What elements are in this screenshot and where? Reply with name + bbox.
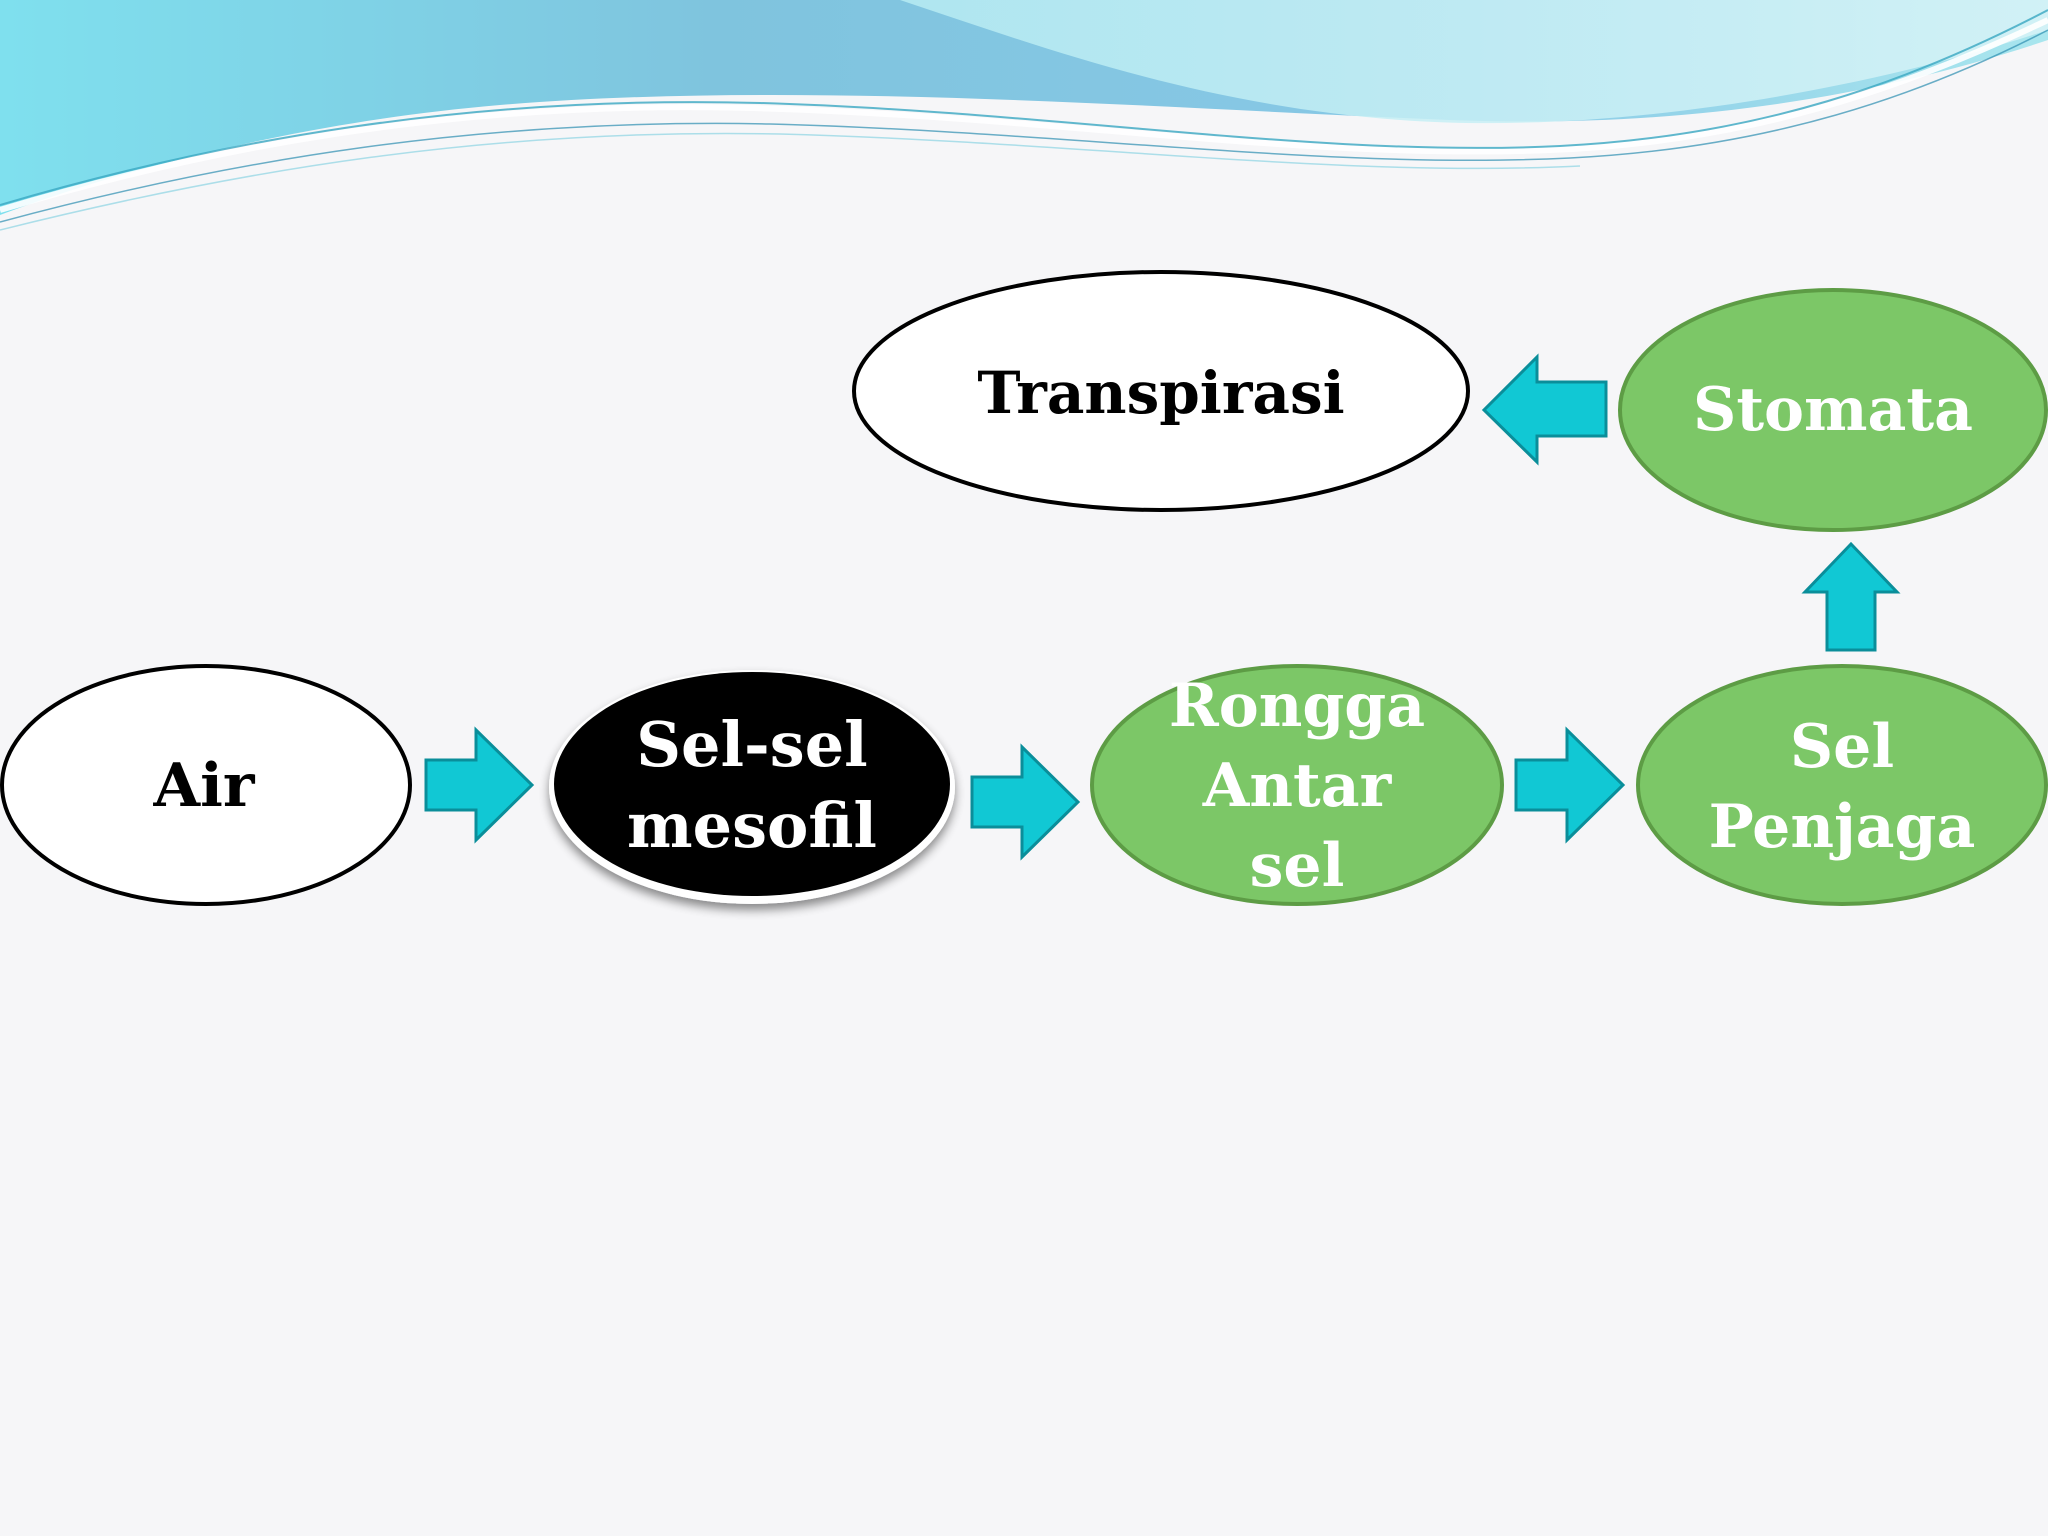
node-sel-penjaga-label-line-1: Sel (1790, 712, 1894, 782)
node-rongga-label-line-1: Rongga (1169, 671, 1425, 741)
node-stomata: Stomata (1618, 288, 2048, 532)
node-rongga-label-line-2: Antar (1202, 751, 1393, 821)
node-transpirasi: Transpirasi (852, 270, 1470, 512)
arrow-stomata-to-transpirasi (1481, 353, 1608, 466)
arrow-mesofil-to-rongga (970, 743, 1081, 861)
node-rongga-label-line-3: sel (1250, 831, 1345, 901)
node-mesofil-label-line-1: Sel-sel (636, 708, 867, 781)
node-rongga-antar-sel: Rongga Antar sel (1090, 664, 1504, 906)
arrow-rongga-to-sel-penjaga (1514, 726, 1626, 844)
node-mesofil-label-line-2: mesofil (627, 789, 877, 862)
node-air: Air (0, 664, 412, 906)
node-air-label: Air (153, 751, 256, 821)
node-stomata-label: Stomata (1693, 375, 1973, 445)
node-sel-penjaga-label-line-2: Penjaga (1709, 792, 1976, 862)
header-wave-decoration (0, 0, 2048, 231)
node-transpirasi-label: Transpirasi (977, 359, 1344, 427)
node-sel-sel-mesofil: Sel-sel mesofil (549, 670, 955, 904)
node-sel-penjaga: Sel Penjaga (1636, 664, 2048, 906)
arrow-air-to-mesofil (424, 726, 535, 844)
arrow-sel-penjaga-to-stomata (1801, 541, 1901, 652)
